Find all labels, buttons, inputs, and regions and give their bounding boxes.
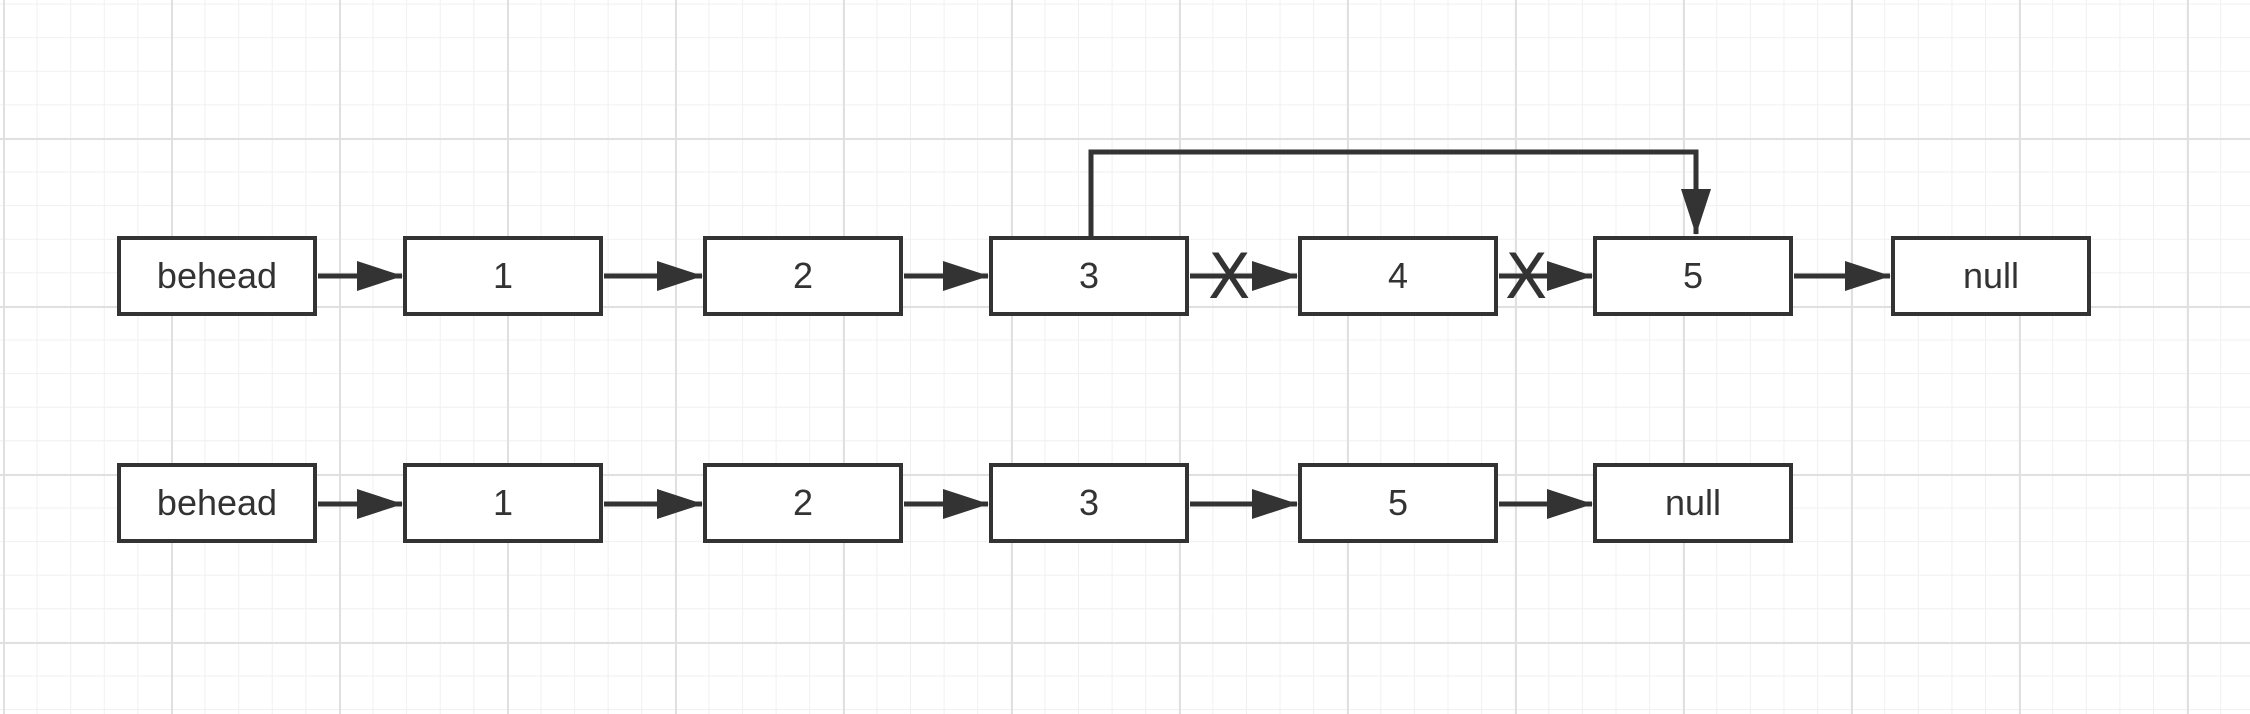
bottom-node-5-label: 5 bbox=[1387, 482, 1409, 523]
bottom-node-3: 3 bbox=[989, 463, 1189, 543]
bottom-node-5: 5 bbox=[1298, 463, 1498, 543]
bottom-node-behead: behead bbox=[117, 463, 317, 543]
bottom-node-behead-label: behead bbox=[156, 482, 278, 523]
top-node-2-label: 2 bbox=[792, 255, 814, 296]
top-node-5-label: 5 bbox=[1682, 255, 1704, 296]
bottom-node-2-label: 2 bbox=[792, 482, 814, 523]
top-node-null-label: null bbox=[1962, 255, 2020, 296]
top-node-4: 4 bbox=[1298, 236, 1498, 316]
bottom-node-1: 1 bbox=[403, 463, 603, 543]
removed-link-mark-3-4: X bbox=[1208, 240, 1251, 313]
edge-bypass-3-to-5 bbox=[1088, 149, 1711, 236]
removed-link-mark-4-5: X bbox=[1505, 240, 1548, 313]
bottom-node-null: null bbox=[1593, 463, 1793, 543]
bottom-node-3-label: 3 bbox=[1078, 482, 1100, 523]
bottom-node-1-label: 1 bbox=[492, 482, 514, 523]
bottom-node-2: 2 bbox=[703, 463, 903, 543]
top-node-3: 3 bbox=[989, 236, 1189, 316]
top-node-4-label: 4 bbox=[1387, 255, 1409, 296]
top-node-5: 5 bbox=[1593, 236, 1793, 316]
top-node-behead-label: behead bbox=[156, 255, 278, 296]
top-node-null: null bbox=[1891, 236, 2091, 316]
top-node-3-label: 3 bbox=[1078, 255, 1100, 296]
top-node-1-label: 1 bbox=[492, 255, 514, 296]
top-node-behead: behead bbox=[117, 236, 317, 316]
top-node-1: 1 bbox=[403, 236, 603, 316]
bottom-node-null-label: null bbox=[1664, 482, 1722, 523]
top-node-2: 2 bbox=[703, 236, 903, 316]
